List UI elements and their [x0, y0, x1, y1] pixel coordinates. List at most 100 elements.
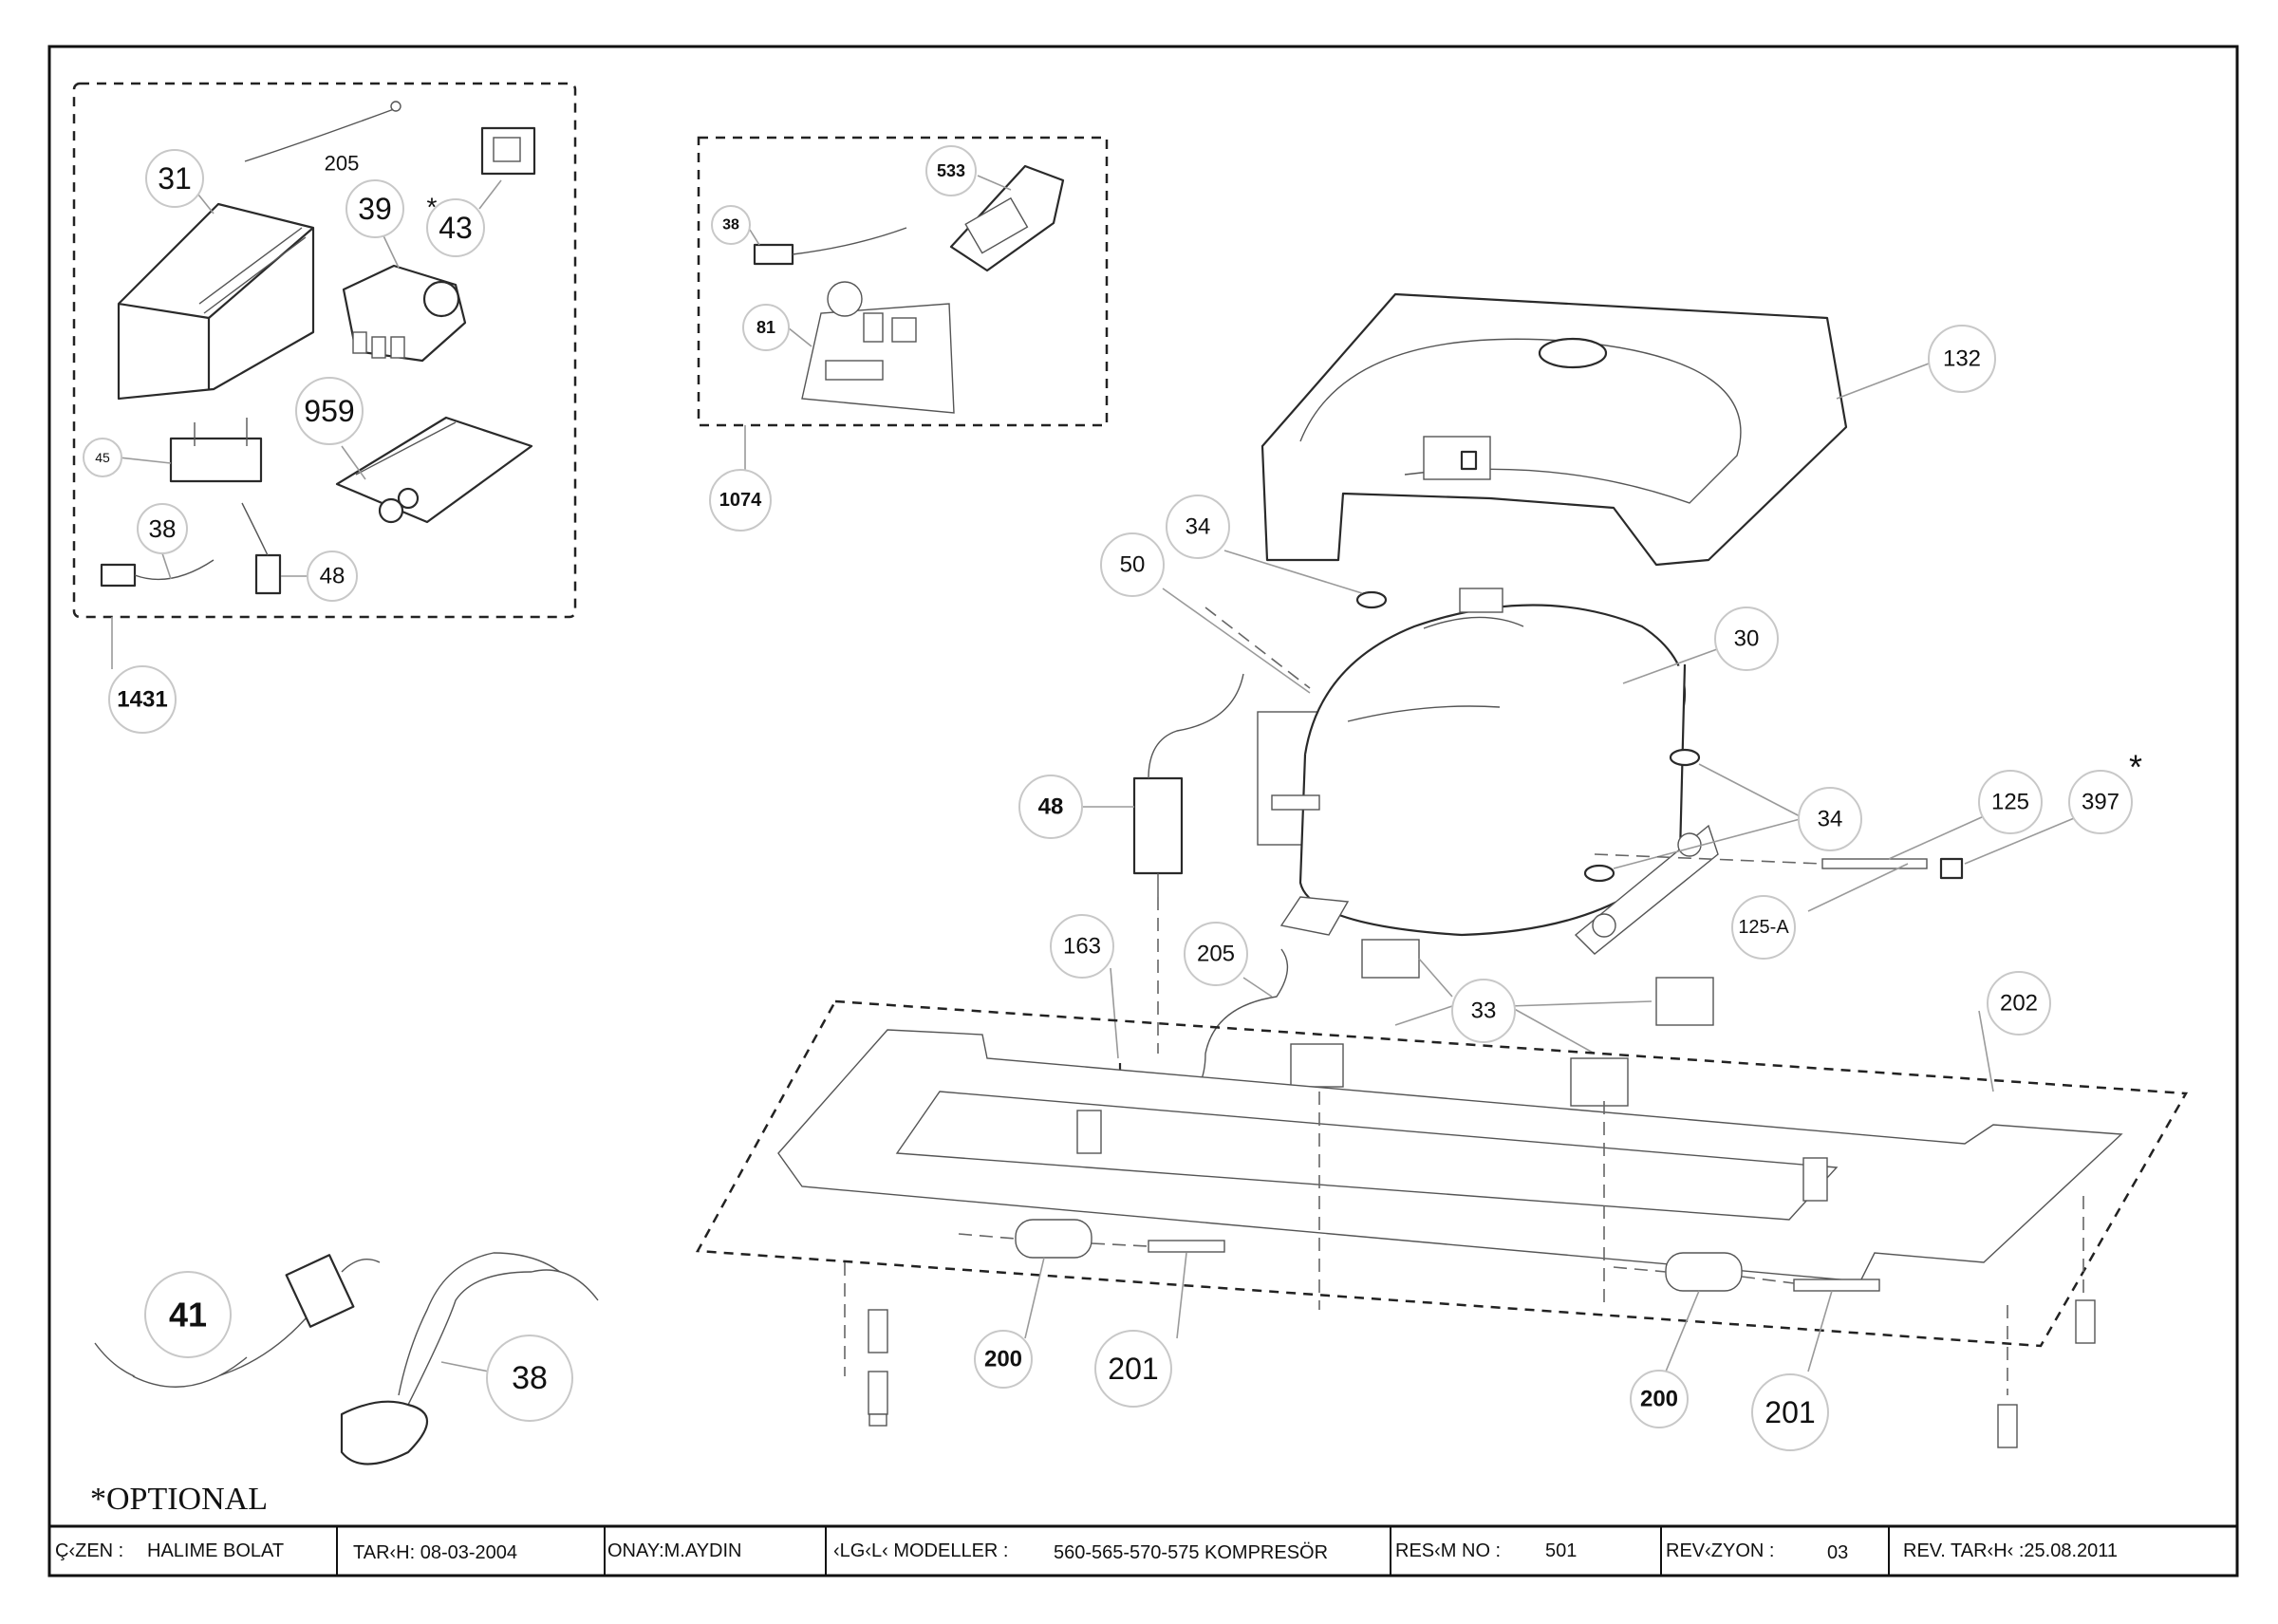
svg-text:533: 533	[937, 161, 965, 180]
svg-text:48: 48	[320, 564, 345, 589]
svg-text:200: 200	[984, 1347, 1022, 1372]
revision-label: REV‹ZYON :	[1666, 1540, 1774, 1561]
part-31-relay-cover	[117, 202, 315, 401]
part-201-pin-right	[1793, 1279, 1880, 1292]
callout-163: 163	[1050, 914, 1114, 979]
svg-text:45: 45	[95, 450, 110, 465]
callout-125: 125	[1978, 770, 2043, 834]
drawn-by-label: Ç‹ZEN :	[55, 1540, 123, 1561]
mounting-bolts	[868, 1299, 2096, 1448]
callout-202: 202	[1987, 971, 2051, 1036]
svg-text:200: 200	[1640, 1387, 1678, 1412]
part-34-grommet-right	[1669, 748, 1701, 767]
callout-33: 33	[1451, 979, 1516, 1043]
optional-note: *OPTIONAL	[90, 1482, 268, 1517]
part-38-plug	[753, 227, 907, 266]
callout-200-left: 200	[974, 1330, 1033, 1389]
callout-1074: 1074	[709, 469, 772, 532]
models-value: 560-565-570-575 KOMPRESÖR	[1054, 1542, 1328, 1563]
callout-30: 30	[1714, 607, 1779, 671]
part-38-power-cord	[100, 559, 215, 588]
part-43-switch	[480, 126, 536, 176]
part-34-grommet-top	[1355, 590, 1388, 609]
svg-text:201: 201	[1765, 1395, 1815, 1429]
callout-38: 38	[137, 503, 188, 554]
callout-38-cable: 38	[486, 1335, 573, 1422]
revision-value: 03	[1827, 1542, 1848, 1563]
revision-date: REV. TAR‹H‹ :25.08.2011	[1903, 1540, 2118, 1561]
callout-34-right: 34	[1798, 787, 1862, 851]
callout-31: 31	[145, 149, 204, 208]
callout-38-kit1074: 38	[711, 205, 751, 245]
models-label: ‹LG‹L‹ MODELLER :	[833, 1540, 1008, 1561]
svg-text:39: 39	[358, 192, 392, 226]
part-125-pin	[1821, 858, 1928, 869]
svg-text:38: 38	[149, 514, 177, 543]
drawn-by-name: HALIME BOLAT	[147, 1540, 284, 1561]
svg-text:43: 43	[439, 211, 473, 245]
svg-text:132: 132	[1943, 346, 1981, 372]
part-33-rubber-feet	[1290, 939, 1714, 1107]
part-132-cover	[1260, 292, 1848, 567]
svg-text:959: 959	[304, 394, 354, 428]
svg-text:125-A: 125-A	[1738, 917, 1789, 938]
kit-1074-group: 533 38 81 1074	[697, 136, 1109, 532]
optional-mark-397: *	[2129, 748, 2142, 787]
svg-text:48: 48	[1038, 794, 1064, 820]
svg-text:34: 34	[1818, 807, 1843, 832]
part-959-bracket	[335, 416, 533, 524]
part-200-bushing-right	[1665, 1252, 1743, 1292]
callout-48-main: 48	[1018, 775, 1083, 839]
svg-text:163: 163	[1063, 934, 1101, 960]
callout-41: 41	[144, 1271, 232, 1358]
callout-43: 43	[426, 198, 485, 257]
approval: ONAY:M.AYDIN	[607, 1540, 742, 1561]
callout-39: 39	[345, 179, 404, 238]
part-45-clamp	[169, 418, 263, 483]
callout-125a: 125-A	[1731, 895, 1796, 960]
callout-45: 45	[83, 438, 122, 477]
part-205-wire	[244, 108, 395, 162]
callout-34-top: 34	[1166, 495, 1230, 559]
callout-201-left: 201	[1094, 1330, 1172, 1408]
part-201-pin-left	[1148, 1240, 1225, 1253]
svg-text:397: 397	[2082, 790, 2119, 815]
callout-1431: 1431	[108, 665, 177, 734]
part-81-control-board	[801, 281, 955, 414]
callout-397: 397	[2068, 770, 2133, 834]
svg-text:30: 30	[1734, 626, 1760, 652]
callout-959: 959	[295, 377, 364, 445]
kit-1431-box	[72, 82, 577, 619]
part-202-base-plate	[777, 1029, 2123, 1282]
part-39-relay	[342, 264, 467, 363]
svg-text:125: 125	[1991, 790, 2029, 815]
part-200-bushing-left	[1015, 1219, 1092, 1259]
kit-1431-group: 31 205 39 43 * 959 45 38 48 1431	[72, 82, 577, 734]
svg-text:38: 38	[722, 217, 739, 233]
drawing-no-label: RES‹M NO :	[1395, 1540, 1501, 1561]
svg-text:1431: 1431	[117, 687, 167, 713]
kit-1074-box	[697, 136, 1109, 427]
svg-text:81: 81	[756, 318, 775, 337]
callout-533: 533	[925, 145, 977, 196]
part-397-cap	[1939, 857, 1964, 880]
svg-text:31: 31	[158, 161, 192, 196]
drawing-no-value: 501	[1545, 1540, 1577, 1561]
sheet-border	[47, 45, 2239, 1577]
svg-text:1074: 1074	[719, 490, 762, 511]
main-assembly: 132 34 50 30 34 48 125 397 * 125-A 163 2…	[695, 292, 2189, 1451]
callout-200-right: 200	[1630, 1370, 1689, 1428]
part-48-run-capacitor	[1132, 673, 1244, 897]
part-48-capacitor	[241, 502, 282, 595]
callout-205-main: 205	[1184, 922, 1248, 986]
svg-text:205: 205	[1197, 942, 1235, 967]
callout-48: 48	[307, 551, 358, 602]
part-533-display-unit	[949, 164, 1065, 272]
svg-text:34: 34	[1186, 514, 1211, 540]
svg-text:201: 201	[1108, 1352, 1158, 1386]
callout-81: 81	[742, 304, 790, 351]
callout-132: 132	[1928, 325, 1996, 393]
cables-group: 41 38	[94, 1252, 599, 1465]
part-30-compressor	[1257, 588, 1687, 937]
